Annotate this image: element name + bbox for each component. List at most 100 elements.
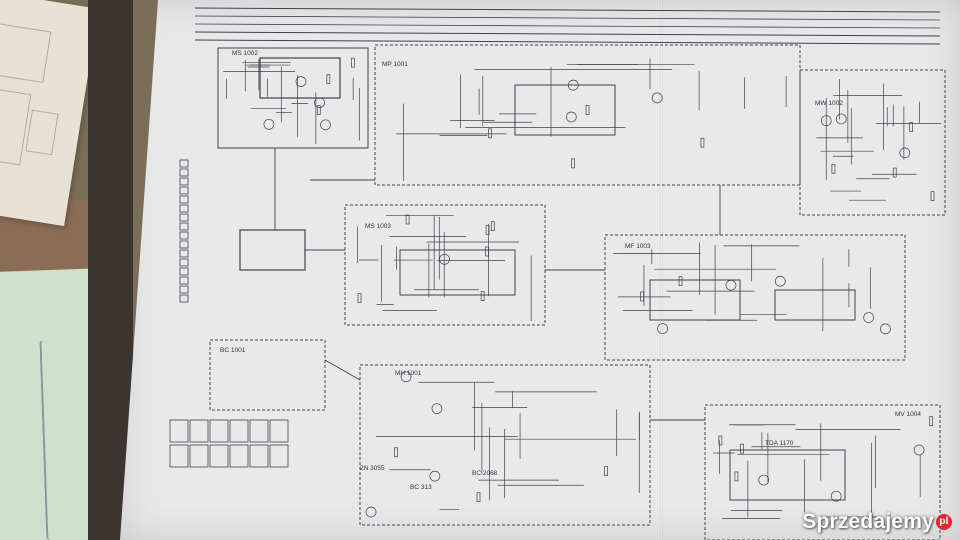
module-block-mv1004: [704, 404, 941, 540]
module-label: MS 1002: [232, 50, 258, 57]
switch-symbol: [179, 168, 189, 177]
resistor-symbol: [892, 167, 897, 178]
part-label: TDA 1170: [765, 440, 794, 447]
module-block-mf1003: [604, 234, 906, 361]
module-block-mh1001: [359, 364, 651, 526]
title-strip: [194, 7, 941, 45]
resistor-symbol: [604, 466, 608, 476]
resistor-symbol: [405, 214, 410, 225]
transistor-symbol: [320, 119, 331, 131]
resistor-symbol: [929, 416, 934, 426]
wiring: [223, 57, 941, 523]
components: [263, 57, 935, 518]
transistor-symbol: [439, 253, 450, 265]
part-label: 2N 3055: [360, 465, 385, 472]
resistor-symbol: [640, 291, 644, 302]
resistor-symbol: [480, 291, 485, 301]
ic-block-ms: [399, 249, 516, 296]
switch-symbol: [179, 231, 189, 240]
module-label: MP 1001: [382, 61, 408, 68]
transistor-symbol: [820, 115, 832, 127]
module-label: BC 1001: [220, 347, 246, 354]
resistor-symbol: [316, 105, 321, 115]
resistor-symbol: [585, 104, 590, 115]
transistor-symbol: [835, 113, 847, 125]
part-label: BC 2068: [472, 470, 498, 477]
module-block-ms1002: [217, 47, 369, 149]
resistor-symbol: [734, 471, 739, 482]
transistor-symbol: [314, 97, 325, 109]
transistor-symbol: [725, 279, 737, 291]
waveform-box: [209, 419, 229, 443]
waveform-box: [269, 419, 289, 443]
waveform-box: [169, 444, 189, 468]
transistor-symbol: [431, 403, 443, 415]
switch-symbol: [179, 222, 189, 231]
ic-block-mv: [729, 449, 846, 501]
resistor-symbol: [930, 191, 935, 202]
switch-symbol: [179, 186, 189, 195]
ic-block-mf-left: [649, 279, 741, 321]
dark-board-edge: [88, 0, 133, 540]
module-block-mw1002: [799, 69, 946, 216]
transistor-symbol: [263, 118, 275, 130]
module-block-mp1001: [374, 44, 801, 186]
switch-symbol: [179, 159, 189, 168]
switch-symbol: [179, 195, 189, 204]
switch-symbol: [179, 258, 189, 267]
resistor-symbol: [490, 221, 495, 232]
switch-symbol: [179, 249, 189, 258]
regulator-block: [239, 229, 306, 271]
module-label: MF 1003: [625, 243, 651, 250]
resistor-symbol: [485, 224, 490, 235]
resistor-symbol: [909, 122, 913, 132]
ic-block-mf-right: [774, 289, 856, 321]
waveform-box: [169, 419, 189, 443]
waveform-box: [249, 444, 269, 468]
resistor-symbol: [326, 74, 331, 85]
switch-symbol: [179, 285, 189, 294]
waveform-box: [269, 444, 289, 468]
resistor-symbol: [678, 276, 683, 287]
transistor-symbol: [774, 275, 786, 287]
waveform-box: [189, 444, 209, 468]
switch-symbol: [179, 240, 189, 249]
transistor-symbol: [830, 490, 842, 502]
resistor-symbol: [485, 246, 489, 257]
module-label: MS 1003: [365, 223, 391, 230]
resistor-symbol: [357, 293, 362, 303]
waveform-box: [229, 444, 249, 468]
transistor-symbol: [863, 312, 875, 323]
resistor-symbol: [394, 447, 398, 458]
background-paper-sheet: [0, 0, 99, 227]
switch-column: [179, 159, 189, 303]
switch-symbol: [179, 204, 189, 213]
resistor-symbol: [351, 57, 355, 68]
waveform-box: [249, 419, 269, 443]
resistor-symbol: [476, 492, 481, 503]
handwritten-note: [39, 339, 67, 540]
transistor-symbol: [429, 470, 441, 482]
resistor-symbol: [571, 158, 575, 169]
resistor-symbol: [740, 443, 744, 454]
module-label: MW 1002: [815, 100, 843, 107]
module-label: MH 1001: [395, 370, 422, 377]
transistor-symbol: [567, 79, 579, 91]
transistor-symbol: [899, 147, 911, 159]
display-block: [259, 57, 341, 99]
switch-symbol: [179, 276, 189, 285]
waveform-boxes: [169, 419, 289, 468]
transistor-symbol: [295, 76, 307, 87]
module-label: MV 1004: [895, 411, 921, 418]
ic-block-mp: [514, 84, 616, 136]
transistor-symbol: [365, 506, 377, 518]
waveform-box: [209, 444, 229, 468]
module-block-ms1003: [344, 204, 546, 326]
watermark-badge: pl: [936, 514, 952, 530]
resistor-symbol: [700, 137, 705, 148]
transistor-symbol: [400, 371, 412, 383]
resistor-symbol: [488, 128, 492, 139]
waveform-box: [229, 419, 249, 443]
transistor-symbol: [565, 111, 577, 123]
